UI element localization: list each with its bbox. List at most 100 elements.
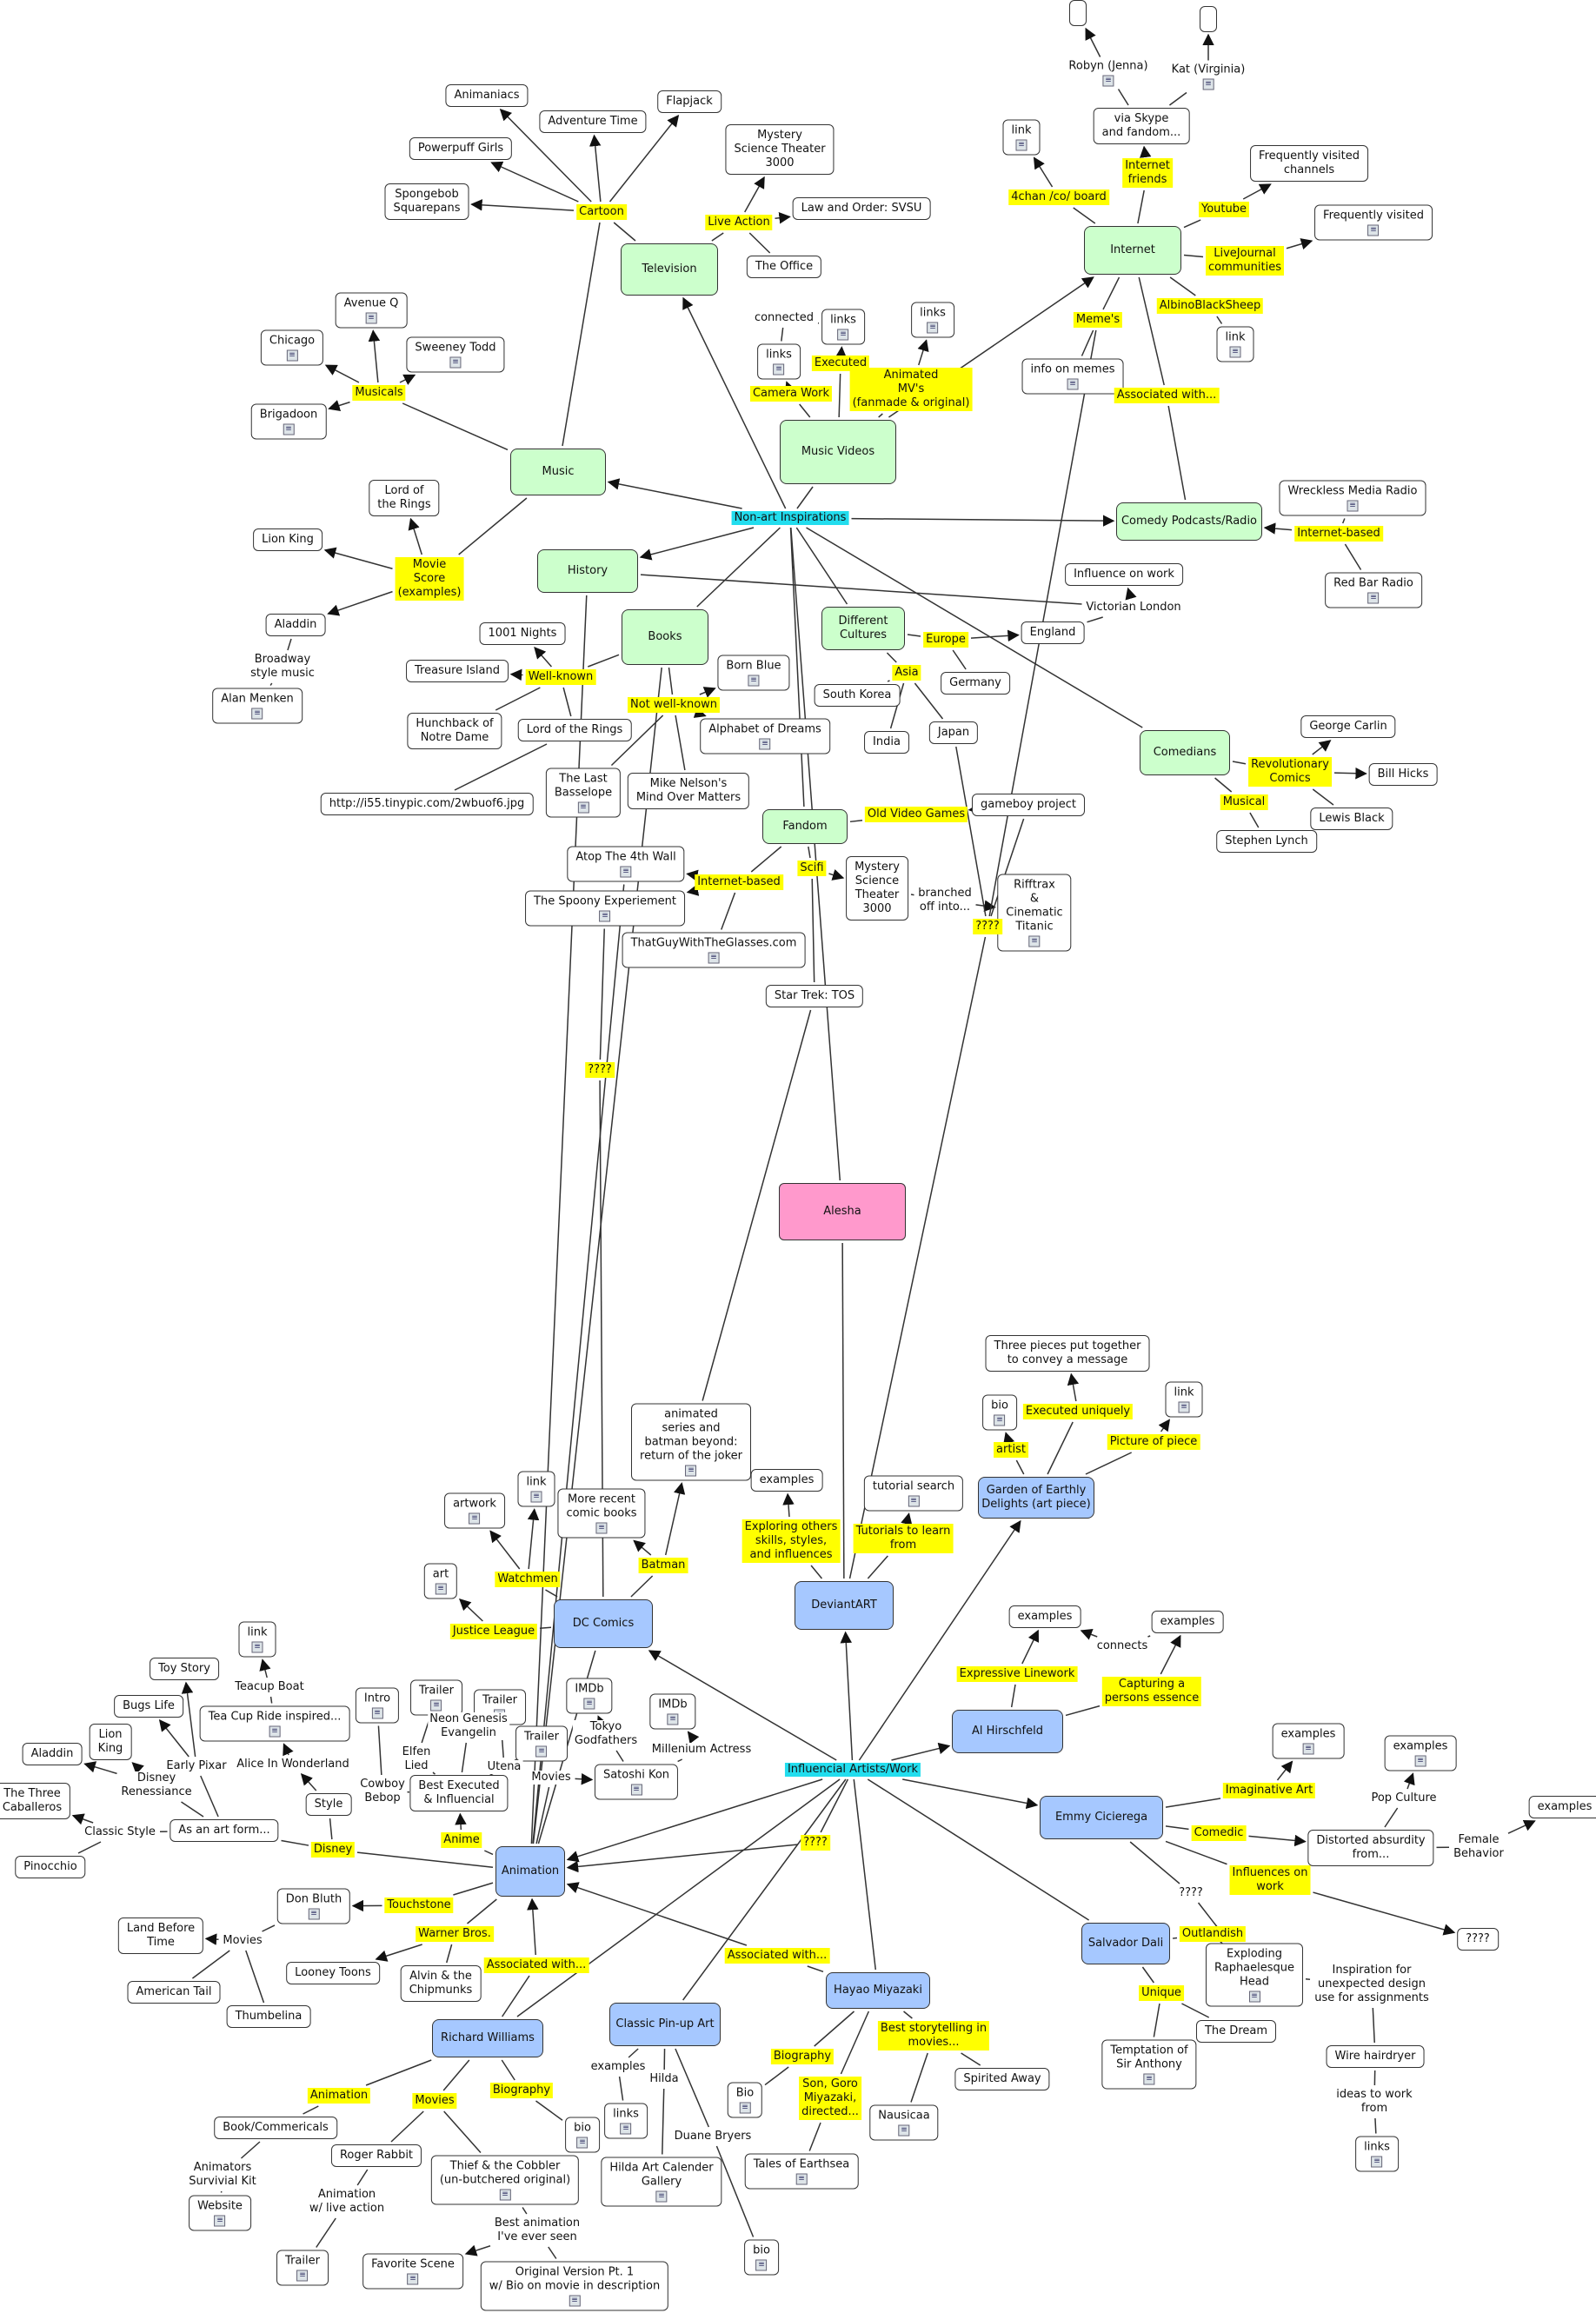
node-powerpuff[interactable]: Powerpuff Girls	[409, 137, 513, 160]
node-tokyogod[interactable]: Tokyo Godfathers	[572, 1720, 640, 1748]
node-musicvideos[interactable]: Music Videos	[780, 420, 896, 484]
node-tutorialslearn[interactable]: Tutorials to learn from	[853, 1524, 954, 1553]
node-disneyren[interactable]: Disney Renessiance	[119, 1771, 194, 1799]
node-morerecent[interactable]: More recent comic books≡	[557, 1488, 646, 1539]
node-england[interactable]: England	[1021, 621, 1085, 644]
node-intro_cb[interactable]: Intro≡	[355, 1687, 400, 1724]
node-hildacal[interactable]: Hilda Art Calender Gallery≡	[601, 2157, 722, 2207]
node-influence[interactable]: Influence on work	[1065, 563, 1183, 586]
node-books[interactable]: Books	[622, 609, 708, 665]
resource-attachment-icon[interactable]: ≡	[1367, 224, 1380, 236]
node-animation[interactable]: Animation	[495, 1846, 565, 1897]
node-exploring[interactable]: Exploring others skills, styles, and inf…	[741, 1519, 841, 1563]
node-threepieces[interactable]: Three pieces put together to convey a me…	[985, 1335, 1150, 1372]
node-connected[interactable]: connected	[752, 311, 816, 325]
node-duanebryers[interactable]: Duane Bryers	[672, 2130, 754, 2144]
node-chicago[interactable]: Chicago≡	[260, 329, 324, 366]
node-comedians[interactable]: Comedians	[1140, 730, 1230, 775]
node-blank1[interactable]	[1069, 0, 1087, 26]
node-television[interactable]: Television	[621, 243, 718, 296]
node-hunchback[interactable]: Hunchback of Notre Dame	[407, 713, 502, 749]
resource-attachment-icon[interactable]: ≡	[994, 1414, 1006, 1426]
node-artist[interactable]: artist	[994, 1442, 1028, 1458]
node-tinypic[interactable]: http://i55.tinypic.com/2wbuof6.jpg	[320, 793, 534, 815]
node-spiritedaway[interactable]: Spirited Away	[954, 2068, 1050, 2090]
node-looneytoons[interactable]: Looney Toons	[286, 1962, 380, 1984]
node-rifftrax[interactable]: Rifftrax & Cinematic Titanic≡	[997, 874, 1072, 952]
node-youtube[interactable]: Youtube	[1199, 202, 1249, 217]
node-earlypixar[interactable]: Early Pixar	[164, 1759, 229, 1773]
node-links_mv1[interactable]: links≡	[821, 309, 865, 345]
node-southkorea[interactable]: South Korea	[814, 684, 901, 707]
resource-attachment-icon[interactable]: ≡	[577, 801, 589, 814]
node-satoshikon[interactable]: Satoshi Kon≡	[594, 1764, 679, 1800]
node-livejournal[interactable]: LiveJournal communities	[1206, 246, 1284, 276]
node-bornblue[interactable]: Born Blue≡	[717, 655, 790, 691]
node-influonwork[interactable]: Influences on work	[1229, 1865, 1311, 1895]
node-q_influ[interactable]: ????	[801, 1835, 830, 1851]
node-q_endright[interactable]: ????	[1457, 1928, 1499, 1951]
node-4chan[interactable]: 4chan /co/ board	[1008, 189, 1109, 205]
node-memes[interactable]: Meme's	[1073, 312, 1123, 328]
node-teacupride[interactable]: Tea Cup Ride inspired...≡	[199, 1705, 350, 1742]
node-alvin[interactable]: Alvin & the Chipmunks	[400, 1965, 482, 2002]
node-alanmenken[interactable]: Alan Menken≡	[212, 688, 303, 724]
resource-attachment-icon[interactable]: ≡	[927, 322, 939, 334]
node-animmv[interactable]: Animated MV's (fanmade & original)	[849, 368, 973, 411]
node-history[interactable]: History	[537, 549, 638, 593]
resource-attachment-icon[interactable]: ≡	[407, 2273, 419, 2285]
node-imaginativeart[interactable]: Imaginative Art	[1222, 1783, 1316, 1798]
node-q_fandom[interactable]: ????	[973, 919, 1002, 934]
resource-attachment-icon[interactable]: ≡	[748, 675, 760, 687]
node-pinocchio[interactable]: Pinocchio	[15, 1856, 86, 1878]
node-alesha[interactable]: Alesha	[779, 1183, 906, 1240]
resource-attachment-icon[interactable]: ≡	[795, 2173, 808, 2185]
node-donbluth[interactable]: Don Bluth≡	[276, 1888, 351, 1924]
node-victorian[interactable]: Victorian London	[1084, 601, 1183, 615]
resource-attachment-icon[interactable]: ≡	[1015, 139, 1027, 151]
node-nonart[interactable]: Non-art Inspirations	[731, 511, 849, 525]
resource-attachment-icon[interactable]: ≡	[308, 1908, 320, 1920]
node-thatguy[interactable]: ThatGuyWithTheGlasses.com≡	[622, 932, 806, 968]
node-sweeney[interactable]: Sweeney Todd≡	[406, 336, 505, 373]
node-aliceinwonder[interactable]: Alice In Wonderland	[235, 1758, 351, 1771]
node-executed[interactable]: Executed	[811, 356, 870, 371]
node-salvadordali[interactable]: Salvador Dali	[1081, 1923, 1170, 1964]
resource-attachment-icon[interactable]: ≡	[435, 1583, 447, 1595]
node-inetbased_f[interactable]: Internet-based	[695, 874, 783, 890]
node-trailer_ne[interactable]: Trailer≡	[410, 1679, 462, 1716]
node-comedic[interactable]: Comedic	[1191, 1825, 1247, 1841]
node-anime[interactable]: Anime	[441, 1832, 482, 1848]
node-office[interactable]: The Office	[746, 256, 822, 278]
node-moviescore[interactable]: Movie Score (examples)	[395, 557, 464, 601]
node-landbefore[interactable]: Land Before Time	[117, 1918, 204, 1954]
node-infomemes[interactable]: info on memes≡	[1021, 358, 1124, 395]
node-europe[interactable]: Europe	[923, 632, 968, 648]
node-movies_a[interactable]: Movies	[529, 1771, 573, 1785]
node-gameboy[interactable]: gameboy project	[971, 794, 1086, 816]
resource-attachment-icon[interactable]: ≡	[296, 2270, 309, 2282]
node-examples_ah2[interactable]: examples	[1151, 1611, 1224, 1633]
node-asia[interactable]: Asia	[892, 665, 921, 681]
node-americantail[interactable]: American Tail	[127, 1981, 221, 2004]
node-unique[interactable]: Unique	[1139, 1985, 1184, 2001]
resource-attachment-icon[interactable]: ≡	[371, 1707, 383, 1719]
node-bio_ge[interactable]: bio≡	[982, 1394, 1017, 1431]
node-dccomics[interactable]: DC Comics	[554, 1599, 653, 1648]
node-wellknown[interactable]: Well-known	[525, 669, 596, 685]
node-cowboybebop[interactable]: Cowboy Bebop	[358, 1778, 407, 1805]
node-thumbelina[interactable]: Thumbelina	[226, 2005, 311, 2028]
node-artwork_wm[interactable]: artwork≡	[444, 1492, 505, 1529]
node-hilda[interactable]: Hilda	[648, 2072, 681, 2086]
resource-attachment-icon[interactable]: ≡	[1347, 500, 1359, 512]
node-imdb2[interactable]: IMDb≡	[649, 1693, 696, 1730]
resource-attachment-icon[interactable]: ≡	[708, 952, 720, 964]
node-classicpinup[interactable]: Classic Pin-up Art	[609, 2003, 721, 2046]
node-bio_pin[interactable]: bio≡	[744, 2239, 779, 2276]
node-movies_b[interactable]: Movies	[221, 1934, 264, 1948]
node-branched[interactable]: branched off into...	[916, 887, 974, 914]
node-exec_uni[interactable]: Executed uniquely	[1022, 1404, 1134, 1419]
node-thiefcobbler[interactable]: Thief & the Cobbler (un-butchered origin…	[430, 2155, 580, 2205]
resource-attachment-icon[interactable]: ≡	[1371, 2156, 1383, 2168]
resource-attachment-icon[interactable]: ≡	[667, 1713, 679, 1725]
